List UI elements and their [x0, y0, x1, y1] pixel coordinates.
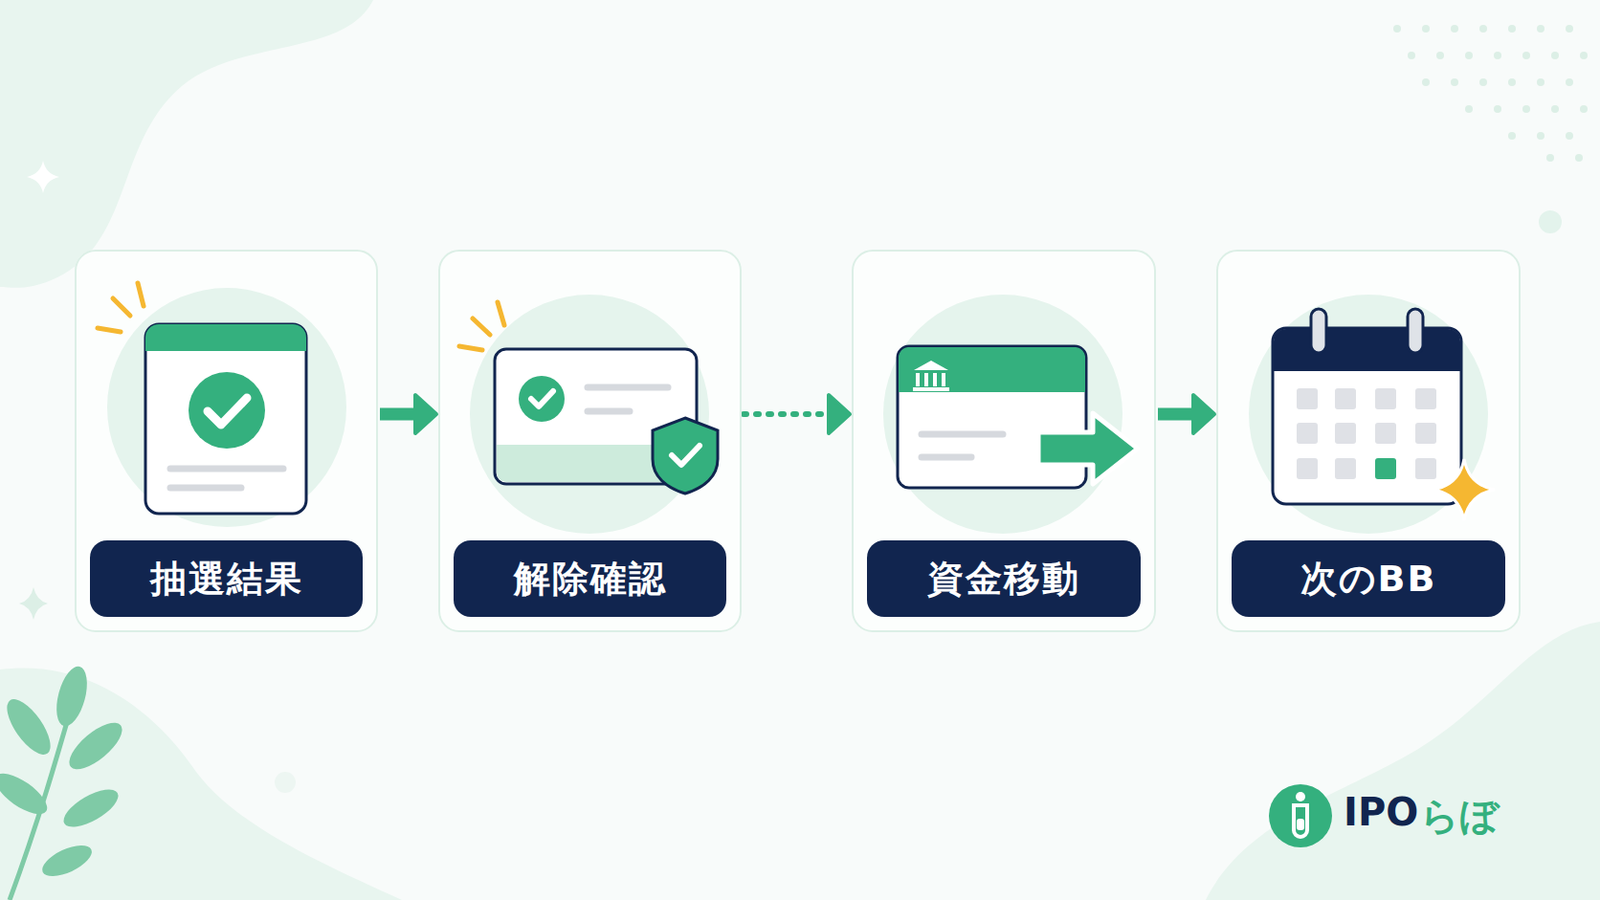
flow-arrow [1157, 395, 1215, 434]
leaf-branch [0, 663, 130, 900]
step-label: 抽選結果 [150, 555, 304, 604]
bg-blob [0, 0, 374, 289]
bg-dot [1538, 210, 1562, 234]
bg-dot [274, 772, 296, 794]
result-icon [97, 283, 347, 528]
logo-text: らぼ [1420, 790, 1499, 844]
step-card: 解除確認 [438, 249, 742, 633]
flow-arrow [743, 395, 850, 434]
step-pill: 解除確認 [453, 540, 727, 618]
transfer-icon [883, 294, 1138, 534]
logo-mark [1268, 784, 1333, 848]
step-pill: 次のBB [1231, 540, 1506, 618]
step-label: 資金移動 [927, 555, 1081, 604]
bg-dots [1393, 24, 1588, 162]
calendar-icon [1248, 294, 1495, 534]
logo-text: IPO [1343, 790, 1419, 835]
step-card: 資金移動 [851, 249, 1156, 633]
card-fill [74, 249, 1521, 633]
step-card: 抽選結果 [74, 249, 378, 633]
sparkle [19, 587, 48, 621]
confirm-icon [459, 294, 718, 534]
sparkle [26, 160, 60, 194]
step-label: 解除確認 [513, 555, 667, 604]
step-label: 次のBB [1300, 555, 1438, 604]
step-pill: 抽選結果 [89, 540, 363, 618]
step-card: 次のBB [1216, 249, 1521, 633]
flow-arrow [379, 395, 437, 434]
step-pill: 資金移動 [866, 540, 1141, 618]
bg-blob [1205, 622, 1600, 900]
